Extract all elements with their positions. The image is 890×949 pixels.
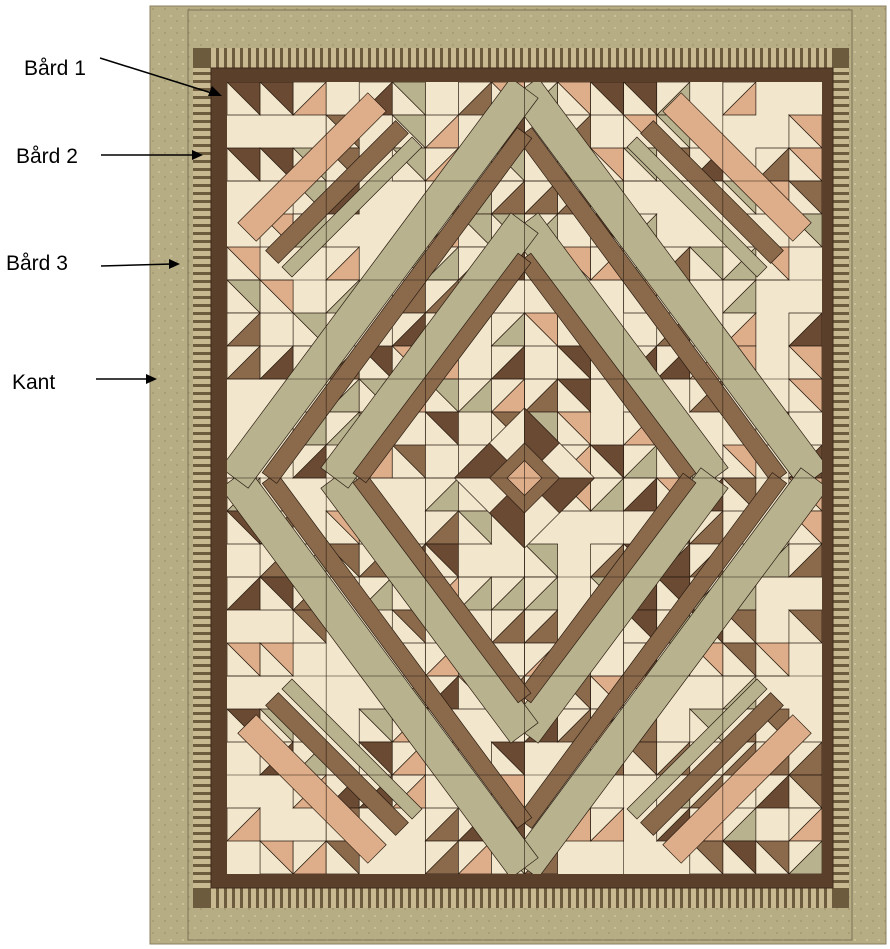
label-bard-3: Bård 3 <box>6 253 68 274</box>
label-bard-2: Bård 2 <box>16 146 78 167</box>
label-kant: Kant <box>12 372 55 393</box>
quilt-center <box>221 78 828 878</box>
label-bard-1: Bård 1 <box>24 58 86 79</box>
